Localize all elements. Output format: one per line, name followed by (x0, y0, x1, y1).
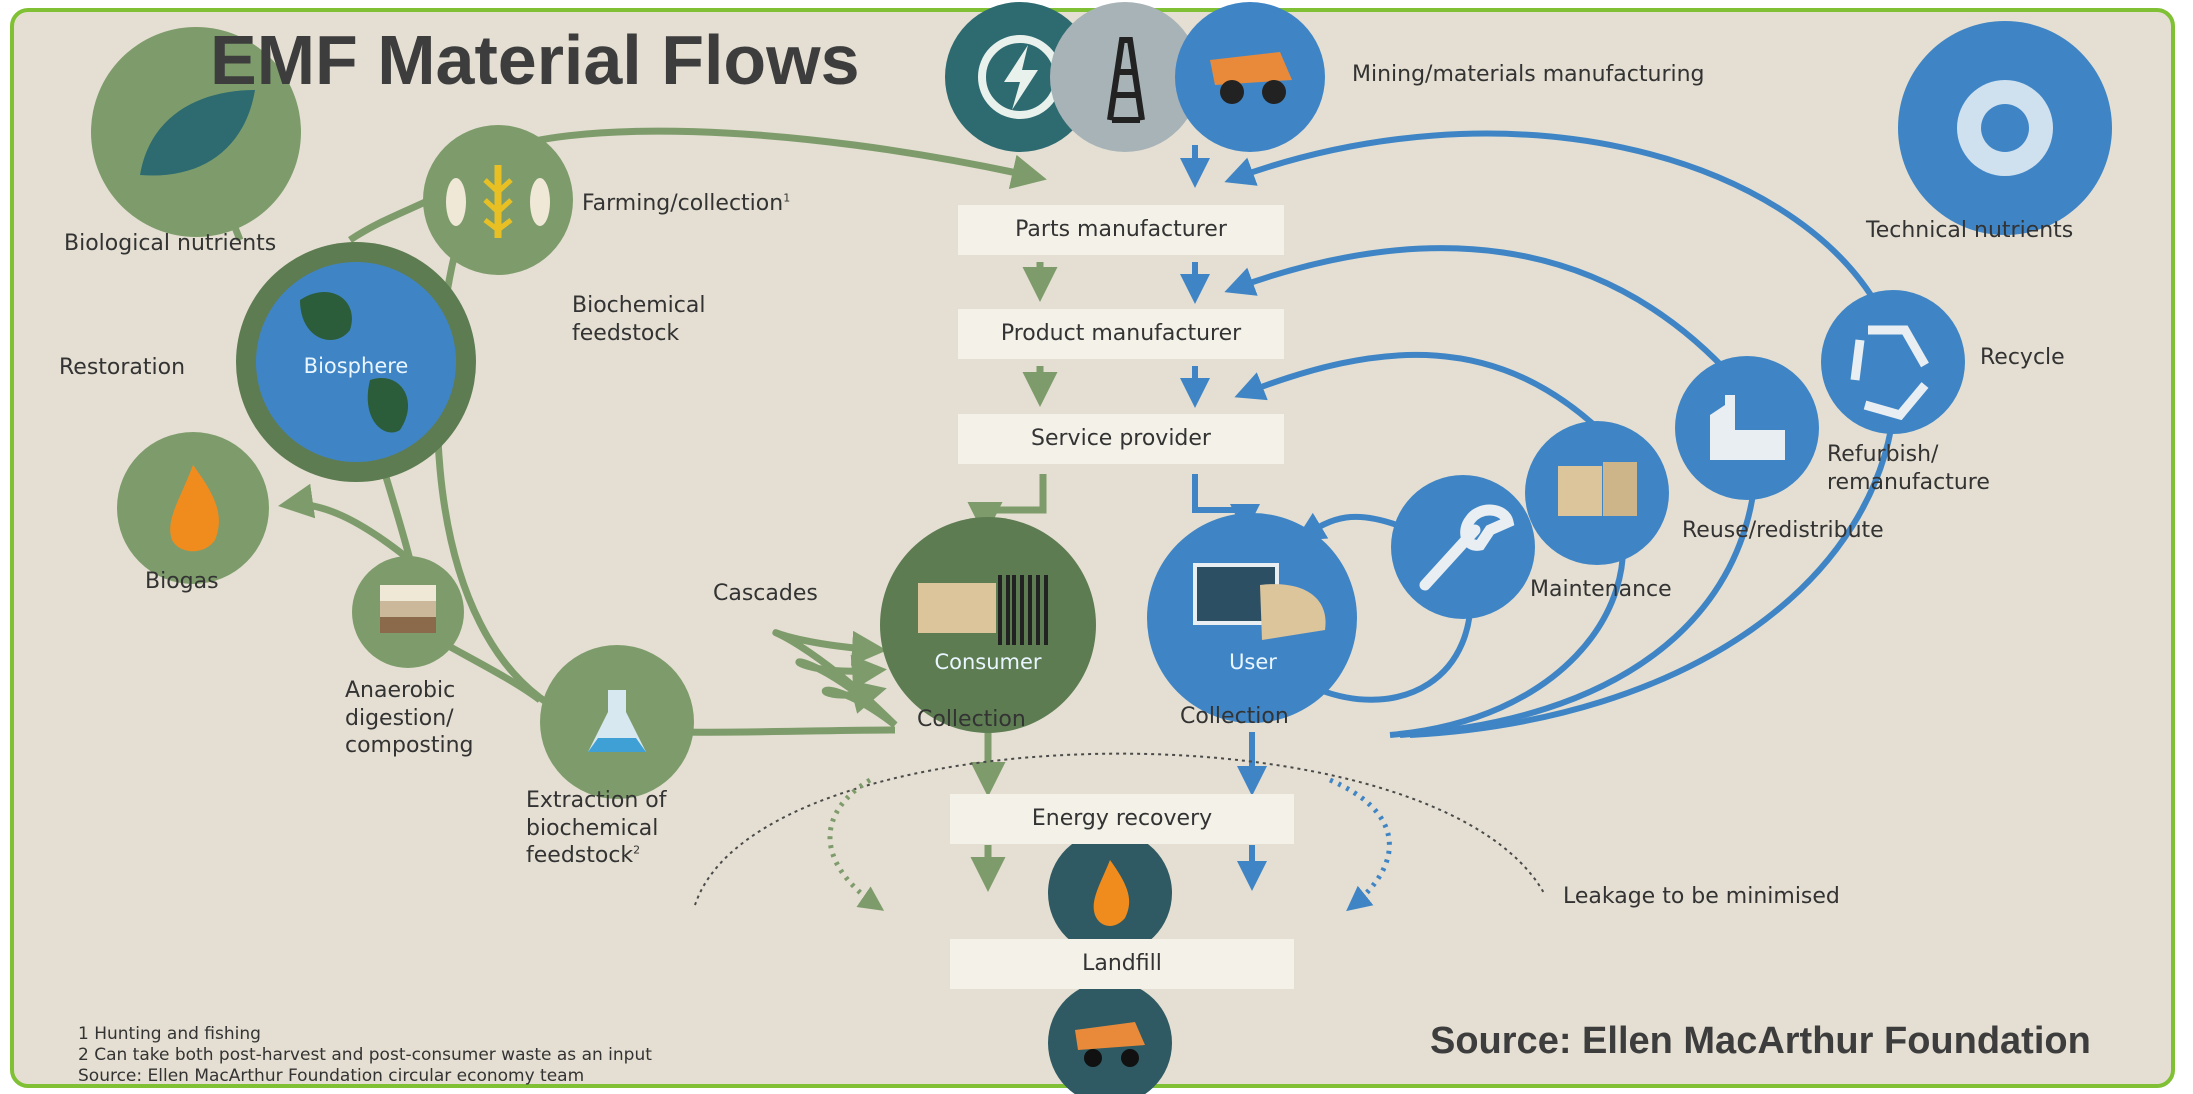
parts-manufacturer-box: Parts manufacturer (958, 205, 1284, 255)
extraction-label: Extraction of biochemical feedstock2 (526, 788, 667, 868)
service-provider-box: Service provider (958, 414, 1284, 464)
biochemical-feedstock-label: Biochemical feedstock (572, 293, 706, 346)
technical-cycle-lines (1180, 130, 1898, 891)
consumer-collection-label: Collection (917, 707, 1026, 732)
farming-label: Farming/collection1 (582, 191, 791, 216)
leakage-label: Leakage to be minimised (1563, 884, 1840, 909)
footnote-source: Source: Ellen MacArthur Foundation circu… (78, 1066, 585, 1086)
product-manufacturer-box: Product manufacturer (958, 309, 1284, 359)
wheat-fish-icon (423, 125, 573, 275)
biosphere-label: Biosphere (303, 354, 409, 378)
footnotes: 1 Hunting and fishing 2 Can take both po… (78, 1024, 652, 1087)
flame-icon (117, 432, 269, 584)
reuse-label: Reuse/redistribute (1682, 518, 1884, 543)
refurbish-label: Refurbish/ remanufacture (1827, 442, 1990, 495)
recycle-label: Recycle (1980, 345, 2065, 370)
maintenance-label: Maintenance (1530, 577, 1672, 602)
boxes-icon (1525, 421, 1669, 565)
user-label: User (1229, 650, 1277, 674)
cascades-label: Cascades (713, 581, 818, 606)
footnote-1: 1 Hunting and fishing (78, 1024, 261, 1044)
mining-truck-icon (1175, 2, 1325, 152)
leaf-icon (91, 27, 301, 237)
wrench-icon (1391, 475, 1535, 619)
anaerobic-label: Anaerobic digestion/ composting (345, 678, 474, 758)
gear-icon (1898, 21, 2112, 235)
mining-label: Mining/materials manufacturing (1352, 62, 1705, 87)
oil-derrick-icon (1050, 2, 1200, 152)
flask-icon (540, 645, 694, 799)
source-label: Source: Ellen MacArthur Foundation (1430, 1020, 2091, 1062)
page-title: EMF Material Flows (210, 21, 860, 99)
restoration-label: Restoration (59, 355, 186, 380)
leakage-lines (694, 752, 1546, 912)
soil-layers-icon (352, 556, 464, 668)
technical-nutrients-label: Technical nutrients (1866, 218, 2074, 243)
biogas-label: Biogas (145, 569, 219, 594)
biological-nutrients-label: Biological nutrients (64, 231, 277, 256)
recycle-icon (1821, 290, 1965, 434)
factory-icon (1675, 356, 1819, 500)
computer-icon (1147, 513, 1357, 723)
footnote-2: 2 Can take both post-harvest and post-co… (78, 1045, 652, 1065)
user-collection-label: Collection (1180, 704, 1289, 729)
consumer-label: Consumer (934, 650, 1042, 674)
energy-recovery-box: Energy recovery (950, 794, 1294, 844)
fire-icon (1048, 831, 1172, 955)
dump-truck-icon (1048, 981, 1172, 1094)
barcode-icon (880, 517, 1096, 733)
globe-icon (236, 242, 476, 482)
landfill-box: Landfill (950, 939, 1294, 989)
